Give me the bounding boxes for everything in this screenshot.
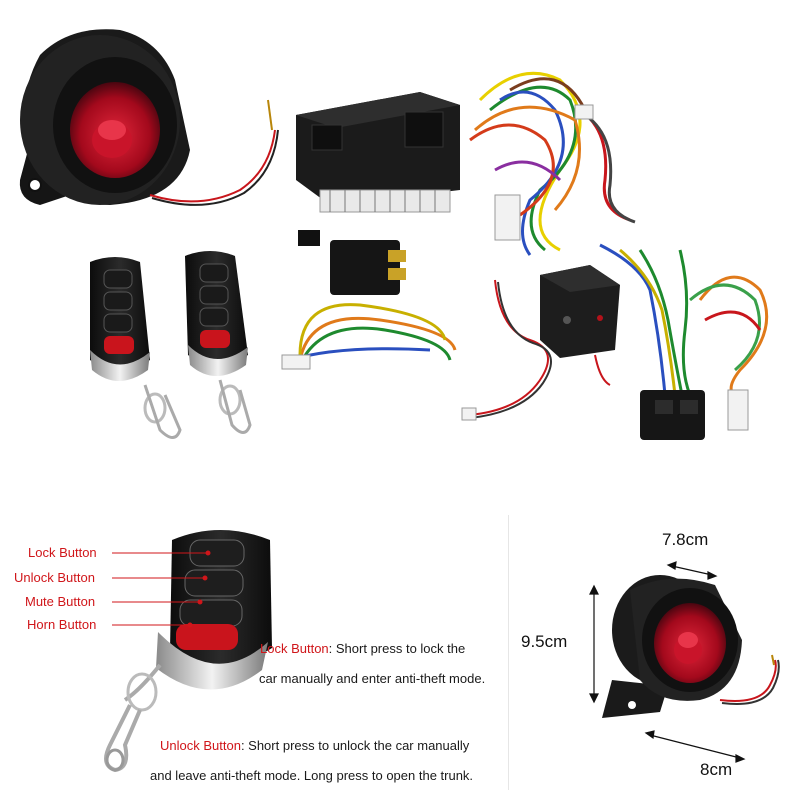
dimension-depth: 8cm [700, 760, 733, 779]
unlock-description-text: : Short press to unlock the car manually [240, 738, 470, 753]
callout-lock-button: Lock Button [28, 545, 97, 560]
callout-unlock-button: Unlock Button [14, 570, 95, 585]
callout-lines [112, 550, 211, 628]
horn-button-key [176, 624, 238, 650]
siren-dimension-view [602, 575, 780, 718]
remote-fob-2 [185, 251, 252, 434]
wire-harness-small [281, 303, 457, 370]
remote-fob-1 [90, 257, 182, 439]
callout-horn-button: Horn Button [27, 617, 97, 632]
lock-description-line1: Lock Button: Short press to lock the [260, 641, 465, 656]
unlock-description-line1: Unlock Button: Short press to unlock the… [160, 738, 469, 753]
lock-description-line2: car manually and enter anti-theft mode. [259, 671, 486, 686]
unlock-description-title: Unlock Button [160, 738, 241, 753]
remote-closeup [104, 530, 272, 773]
dimension-height: 9.5cm [521, 632, 568, 651]
panel-divider [508, 515, 509, 790]
lock-description-text: : Short press to lock the [328, 641, 466, 656]
relay [298, 230, 406, 295]
callout-mute-button: Mute Button [25, 594, 96, 609]
wire-harness-main [469, 71, 636, 256]
siren-speaker [19, 29, 279, 206]
mute-button-key [179, 599, 243, 627]
shock-sensor [461, 265, 620, 421]
unlock-button-key [184, 569, 244, 597]
unlock-description-line2: and leave anti-theft mode. Long press to… [150, 768, 474, 783]
relay-socket-harness [599, 243, 769, 440]
dimension-width: 7.8cm [662, 530, 709, 549]
lock-description-title: Lock Button [260, 641, 329, 656]
dimension-arrows [589, 561, 746, 763]
control-module [296, 92, 460, 213]
